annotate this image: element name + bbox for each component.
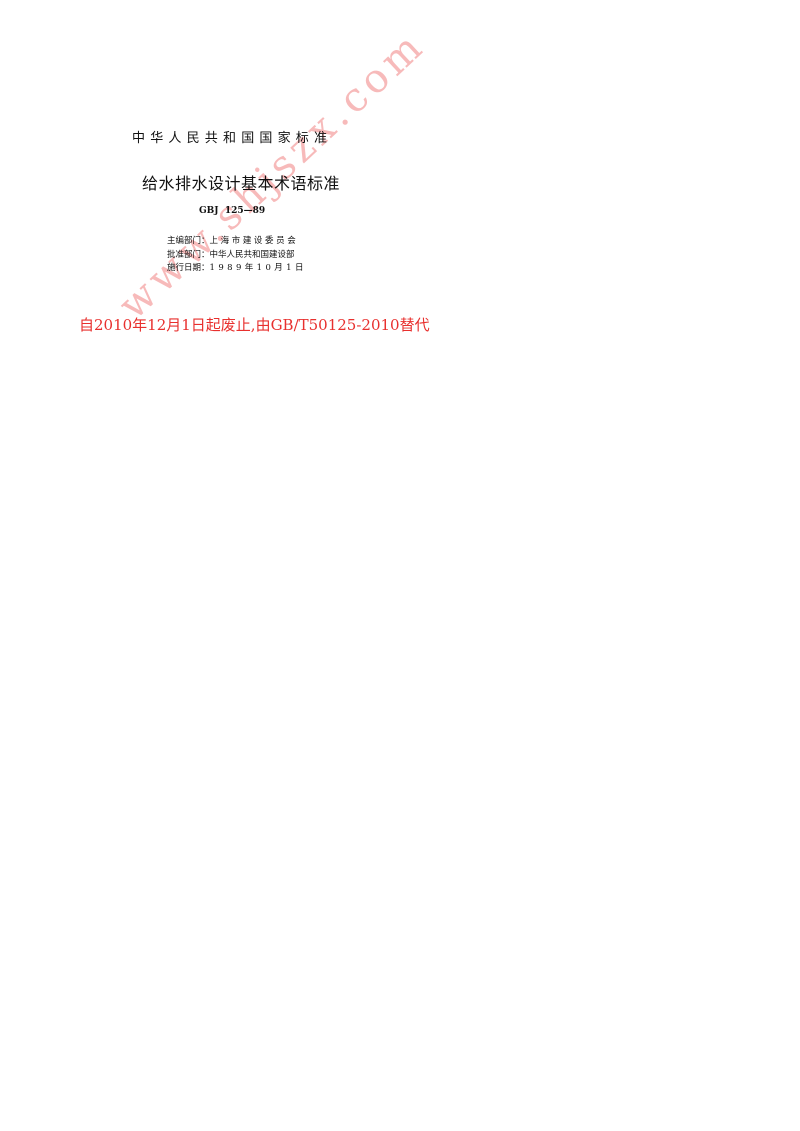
effective-date-label: 施行日期： (167, 263, 210, 273)
abolition-notice: 自2010年12月1日起废止,由GB/T50125-2010替代 (79, 316, 430, 334)
document-title: 给水排水设计基本术语标准 (142, 174, 341, 193)
standard-code: GBJ 125—89 (199, 206, 266, 216)
issuer-heading: 中华人民共和国国家标准 (132, 131, 333, 146)
metadata-block: 主编部门：上海市建设委员会 批准部门：中华人民共和国建设部 施行日期：1989年… (167, 235, 307, 276)
effective-date-row: 施行日期：1989年10月1日 (167, 262, 307, 276)
approver-label: 批准部门： (167, 249, 210, 260)
editor-label: 主编部门： (167, 236, 210, 246)
approver-value: 中华人民共和国建设部 (209, 249, 295, 260)
approver-row: 批准部门：中华人民共和国建设部 (167, 249, 307, 263)
effective-date-value: 1989年10月1日 (209, 263, 307, 273)
editor-row: 主编部门：上海市建设委员会 (167, 235, 307, 249)
editor-value: 上海市建设委员会 (209, 236, 299, 246)
